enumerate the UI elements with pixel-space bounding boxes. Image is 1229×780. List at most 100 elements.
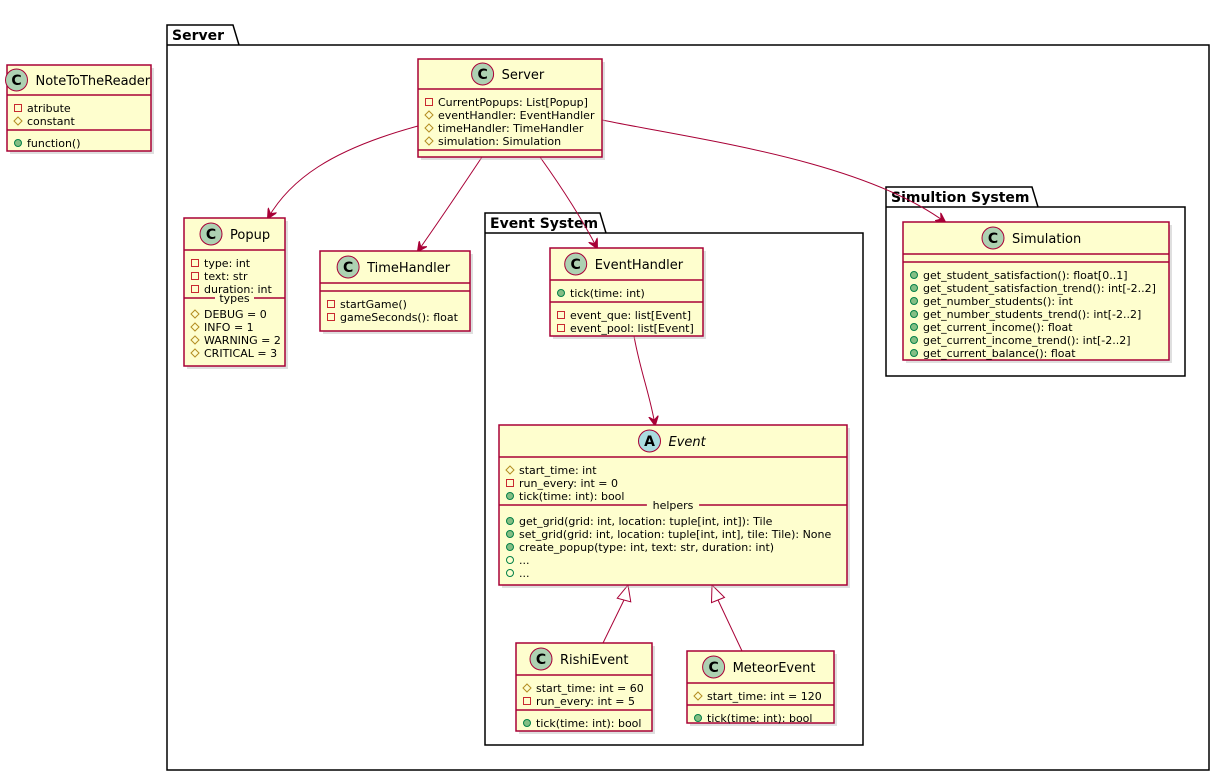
protected-visibility-icon	[190, 309, 200, 319]
private-visibility-icon	[327, 300, 335, 308]
class-member: event_que: list[Event]	[570, 309, 691, 322]
class-badge-icon	[529, 647, 553, 671]
class-member: INFO = 1	[204, 321, 254, 334]
class-badge-letter: C	[536, 652, 546, 668]
private-visibility-icon	[327, 313, 335, 321]
class-badge-letter: C	[988, 231, 998, 247]
protected-visibility-icon	[424, 110, 434, 120]
package-title: Simultion System	[891, 190, 1030, 206]
association-arrow	[601, 119, 945, 222]
class-name: Simulation	[1012, 232, 1081, 247]
class-member: constant	[27, 115, 76, 128]
protected-visibility-icon	[505, 465, 515, 475]
public-visibility-icon	[506, 492, 514, 500]
public-visibility-icon	[910, 271, 918, 279]
abstract-class-badge-icon	[638, 429, 661, 453]
class-member: CurrentPopups: List[Popup]	[438, 96, 588, 109]
relation-server-to-popup	[268, 125, 419, 218]
class-member: create_popup(type: int, text: str, durat…	[519, 541, 774, 554]
class-member: ...	[519, 567, 530, 580]
class-member: eventHandler: EventHandler	[438, 109, 595, 122]
class-member: tick(time: int): bool	[519, 490, 624, 503]
class-member: timeHandler: TimeHandler	[438, 122, 584, 135]
class-sim: C Simulation get_student_satisfaction(): f…	[902, 221, 1172, 363]
class-member: atribute	[27, 102, 71, 115]
private-visibility-icon	[191, 285, 199, 293]
public-visibility-icon	[910, 297, 918, 305]
class-member: get_number_students_trend(): int[-2..2]	[923, 308, 1141, 321]
package-title: Event System	[490, 216, 598, 232]
class-name: Event	[669, 435, 707, 450]
class-member: get_student_satisfaction(): float[0..1]	[923, 269, 1128, 282]
relation-server-to-sim	[601, 119, 945, 222]
section-label: helpers	[653, 499, 694, 512]
class-member: get_grid(grid: int, location: tuple[int,…	[519, 515, 773, 528]
class-member: text: str	[204, 270, 248, 283]
class-member: tick(time: int)	[570, 287, 645, 300]
package-frame	[484, 212, 864, 746]
class-badge-icon	[336, 255, 360, 279]
class-member: ...	[519, 554, 530, 567]
public-visibility-icon	[523, 719, 531, 727]
class-name: Server	[502, 68, 545, 83]
package-frame	[166, 24, 1210, 771]
class-member: get_student_satisfaction_trend(): int[-2…	[923, 282, 1156, 295]
protected-visibility-icon	[693, 691, 703, 701]
class-member: get_number_students(): int	[923, 295, 1074, 308]
class-badge-letter: C	[11, 73, 21, 89]
class-member: set_grid(grid: int, location: tuple[int,…	[519, 528, 831, 541]
class-badge-letter: C	[206, 227, 216, 243]
private-visibility-icon	[14, 104, 22, 112]
class-member: get_current_income_trend(): int[-2..2]	[923, 334, 1131, 347]
package-frame	[885, 186, 1186, 377]
class-member: run_every: int = 0	[519, 477, 618, 490]
public-visibility-icon	[506, 556, 514, 564]
relation-server-to-time	[418, 156, 483, 251]
class-box	[6, 64, 152, 152]
class-member: type: int	[204, 257, 251, 270]
protected-visibility-icon	[424, 136, 434, 146]
class-member: tick(time: int): bool	[707, 712, 812, 725]
class-badge-letter: C	[708, 660, 718, 676]
public-visibility-icon	[506, 569, 514, 577]
class-member: run_every: int = 5	[536, 695, 635, 708]
relation-server-to-eh	[539, 156, 597, 248]
class-box	[417, 58, 603, 158]
package-event: Event System	[484, 212, 864, 746]
public-visibility-icon	[910, 310, 918, 318]
private-visibility-icon	[425, 98, 433, 106]
private-visibility-icon	[506, 479, 514, 487]
private-visibility-icon	[557, 324, 565, 332]
class-member: gameSeconds(): float	[340, 311, 459, 324]
public-visibility-icon	[506, 543, 514, 551]
association-arrow	[418, 156, 483, 251]
association-arrow	[539, 156, 597, 248]
class-member: tick(time: int): bool	[536, 717, 641, 730]
private-visibility-icon	[191, 259, 199, 267]
relation-eh-to-event	[633, 335, 655, 425]
public-visibility-icon	[694, 714, 702, 722]
class-badge-letter: C	[343, 260, 353, 276]
class-box	[183, 217, 286, 367]
class-member: get_current_income(): float	[923, 321, 1073, 334]
class-badge-letter: A	[644, 434, 655, 450]
relation-meteor-to-event	[710, 583, 743, 652]
protected-visibility-icon	[190, 322, 200, 332]
public-visibility-icon	[910, 336, 918, 344]
class-member: CRITICAL = 3	[204, 347, 277, 360]
protected-visibility-icon	[424, 123, 434, 133]
class-name: Popup	[230, 228, 270, 243]
class-badge-icon	[5, 68, 28, 92]
public-visibility-icon	[506, 530, 514, 538]
class-member: start_time: int = 60	[536, 682, 644, 695]
private-visibility-icon	[557, 311, 565, 319]
class-member: event_pool: list[Event]	[570, 322, 694, 335]
class-member: simulation: Simulation	[438, 135, 561, 148]
